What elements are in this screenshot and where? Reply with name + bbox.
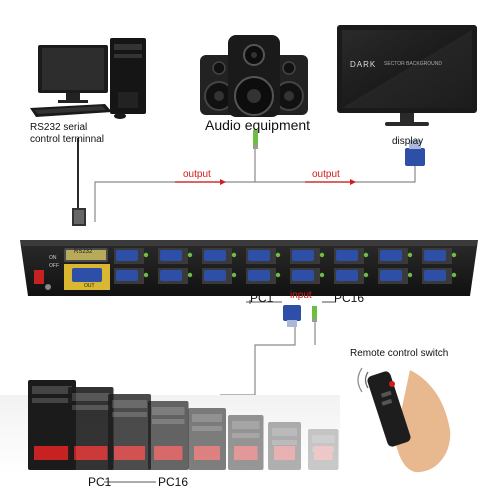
pc16-bottom-label: PC16 [158, 475, 189, 489]
pc-tower [268, 422, 301, 470]
vga-port [378, 268, 413, 284]
vga-port [202, 268, 237, 284]
output-label-left: output [183, 169, 211, 180]
pc1-bottom-label: PC1 [88, 475, 112, 489]
desktop-computer [30, 38, 146, 119]
monitor-screen-subtitle: SECTOR BACKGROUND [384, 61, 442, 67]
vga-port [334, 268, 369, 284]
vga-port [114, 268, 149, 284]
rs232-label-line2: control terminnal [30, 134, 104, 145]
vga-port-grid [114, 248, 457, 284]
audio-equipment-label: Audio equipment [205, 117, 311, 133]
vga-port [334, 248, 369, 264]
connectors [72, 130, 425, 327]
vga-port [290, 268, 325, 284]
vga-port [422, 248, 457, 264]
vga-port [246, 268, 281, 284]
power-on-label: ON [49, 255, 57, 261]
vga-port [246, 248, 281, 264]
vga-port [114, 248, 149, 264]
vga-port [158, 248, 193, 264]
rs232-label-line1: RS232 serial [30, 122, 88, 133]
pc-tower [108, 394, 151, 470]
monitor-screen-title: DARK [350, 60, 377, 69]
vga-port [202, 248, 237, 264]
pc-tower [308, 429, 339, 470]
input-label: input [290, 290, 312, 301]
vga-port [290, 248, 325, 264]
pc-tower-row [28, 380, 339, 470]
pc-tower [148, 401, 189, 470]
remote-control [357, 367, 451, 473]
pc-tower [228, 415, 264, 470]
output-arrows [175, 179, 356, 185]
pc-tower [28, 380, 76, 470]
pc-tower [188, 408, 226, 470]
vga-port [378, 248, 413, 264]
pc-tower [68, 387, 114, 470]
rs232-port-label: RS232 [74, 249, 93, 255]
output-label-right: output [312, 169, 340, 180]
pc16-top-label: PC16 [334, 291, 365, 305]
power-off-label: OFF [49, 263, 59, 269]
display-label: display [392, 136, 424, 147]
vga-port [158, 268, 193, 284]
remote-control-label: Remote control switch [350, 348, 449, 359]
vga-port [422, 268, 457, 284]
display-monitor [337, 25, 477, 126]
speakers [200, 35, 308, 117]
pc1-top-label: PC1 [250, 291, 274, 305]
out-port-label: OUT [84, 283, 95, 289]
